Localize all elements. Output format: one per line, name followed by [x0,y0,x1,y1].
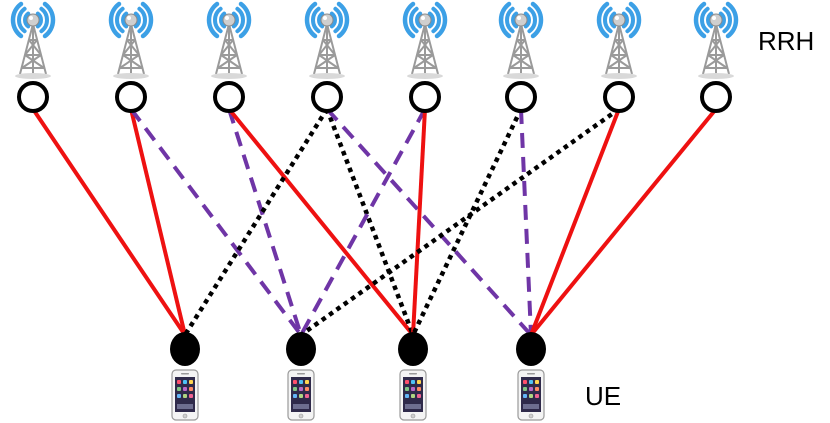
ue-2 [286,332,316,421]
radio-tower-icon [693,1,739,79]
ue-node [170,332,200,366]
rrh-node [213,81,245,113]
smartphone-icon [287,369,315,421]
rrh-label: RRH [758,26,814,56]
link-rrh3-ue3-solid [227,107,415,337]
smartphone-icon [171,369,199,421]
radio-tower-icon [596,1,642,79]
link-rrh1-ue1-solid [31,107,187,337]
link-rrh8-ue4-solid [529,107,718,337]
rrh-node [603,81,635,113]
links-layer [31,107,718,337]
link-rrh6-ue3-dotted [410,108,524,336]
link-rrh2-ue1-solid [129,108,187,336]
ue-1 [170,332,200,421]
rrh-2 [108,1,154,113]
ue-node [516,332,546,366]
radio-tower-icon [206,1,252,79]
link-rrh3-ue2-dashed [227,108,303,336]
rrh-5 [402,1,448,113]
rrh-6 [498,1,544,113]
link-rrh5-ue3-solid [411,108,427,336]
rrh-node [505,81,537,113]
ue-3 [398,332,428,421]
link-rrh5-ue2-dashed [299,108,427,336]
link-rrh4-ue4-dashed [325,107,533,337]
rrh-7 [596,1,642,113]
link-rrh4-ue3-dotted [324,108,416,336]
link-rrh7-ue4-solid [529,108,621,336]
radio-tower-icon [402,1,448,79]
rrh-3 [206,1,252,113]
rrh-4 [304,1,350,113]
ue-layer [170,332,546,421]
rrh-node [409,81,441,113]
ue-node [398,332,428,366]
rrh-node [115,81,147,113]
ue-4 [516,332,546,421]
smartphone-icon [517,369,545,421]
link-rrh6-ue4-dashed [519,108,533,336]
rrh-node [311,81,343,113]
rrh-layer [10,1,739,113]
ue-node [286,332,316,366]
radio-tower-icon [10,1,56,79]
rrh-1 [10,1,56,113]
rrh-node [700,81,732,113]
link-rrh7-ue2-dotted [299,107,621,337]
radio-tower-icon [108,1,154,79]
radio-tower-icon [498,1,544,79]
smartphone-icon [399,369,427,421]
rrh-8 [693,1,739,113]
rrh-node [17,81,49,113]
radio-tower-icon [304,1,350,79]
ue-label: UE [585,381,621,411]
